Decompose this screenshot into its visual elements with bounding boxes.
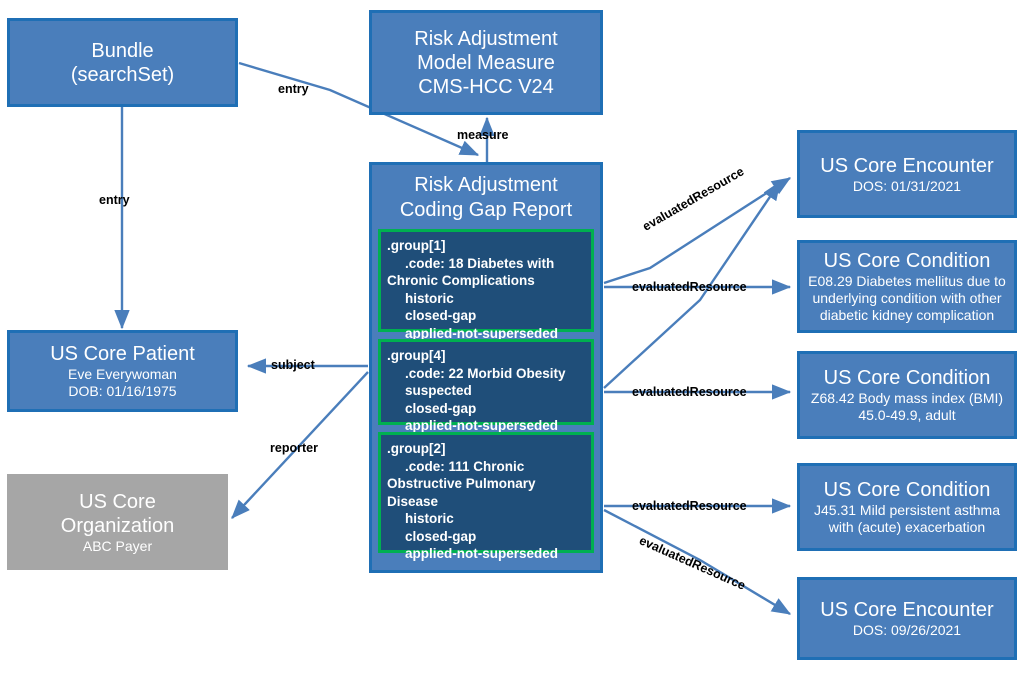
group-item[interactable]: .group[2] .code: 111 Chronic Obstructive…	[378, 432, 594, 561]
report-title-line1: Risk Adjustment	[414, 174, 558, 196]
encounter-1-dos: DOS: 01/31/2021	[852, 177, 962, 194]
edge-label-entry-patient: entry	[99, 193, 130, 207]
edge-label-subject: subject	[271, 358, 315, 372]
group-code-cont: Obstructive Pulmonary	[387, 476, 536, 491]
edge-label-eval-4: evaluatedResource	[632, 499, 747, 513]
bundle-title-line2: (searchSet)	[70, 63, 175, 86]
group-status-2: closed-gap	[405, 308, 477, 323]
node-coding-gap-report[interactable]: Risk Adjustment Coding Gap Report .group…	[369, 162, 603, 573]
condition-2-title: US Core Condition	[823, 367, 991, 389]
encounter-2-title: US Core Encounter	[820, 599, 994, 621]
group-status-3: applied-not-superseded	[405, 546, 559, 561]
group-code-cont: Chronic Complications	[387, 273, 535, 288]
node-condition-2[interactable]: US Core Condition Z68.42 Body mass index…	[797, 351, 1017, 439]
group-status-2: closed-gap	[405, 400, 477, 416]
node-condition-1[interactable]: US Core Condition E08.29 Diabetes mellit…	[797, 240, 1017, 333]
edge-label-eval-3: evaluatedResource	[632, 385, 747, 399]
encounter-1-title: US Core Encounter	[820, 154, 994, 177]
group-item[interactable]: .group[1] .code: 18 Diabetes with Chroni…	[378, 229, 594, 341]
edge-label-eval-1: evaluatedResource	[640, 164, 747, 234]
measure-title-line2: Model Measure	[417, 51, 555, 74]
group-status-1: historic	[405, 290, 454, 306]
condition-3-line1: J45.31 Mild persistent asthma	[814, 502, 1000, 518]
patient-name: Eve Everywoman	[68, 366, 177, 382]
group-name: .group[4]	[387, 348, 446, 363]
group-code: .code: 22 Morbid Obesity	[405, 365, 566, 381]
condition-1-line1: E08.29 Diabetes mellitus due to	[808, 273, 1006, 289]
node-encounter-1[interactable]: US Core Encounter DOS: 01/31/2021	[797, 130, 1017, 218]
group-status-3: applied-not-superseded	[405, 325, 559, 341]
group-name: .group[2]	[387, 441, 446, 456]
condition-3-line2: with (acute) exacerbation	[828, 519, 986, 535]
report-groups: .group[1] .code: 18 Diabetes with Chroni…	[372, 229, 600, 561]
group-code: .code: 18 Diabetes with	[405, 255, 555, 271]
edge-label-measure: measure	[457, 128, 509, 142]
encounter-2-dos: DOS: 09/26/2021	[852, 622, 962, 638]
edge-label-entry-measure: entry	[278, 82, 309, 96]
condition-2-line2: 45.0-49.9, adult	[858, 407, 956, 423]
group-status-1: historic	[405, 511, 454, 526]
group-code-cont2: Disease	[387, 493, 439, 509]
report-title-line2: Coding Gap Report	[399, 199, 573, 221]
organization-payer: ABC Payer	[82, 537, 153, 554]
node-patient[interactable]: US Core Patient Eve Everywoman DOB: 01/1…	[7, 330, 238, 412]
group-code: .code: 111 Chronic	[405, 458, 525, 474]
edge-label-eval-5: evaluatedResource	[637, 533, 748, 593]
group-item[interactable]: .group[4] .code: 22 Morbid Obesity suspe…	[378, 339, 594, 433]
node-condition-3[interactable]: US Core Condition J45.31 Mild persistent…	[797, 463, 1017, 551]
condition-1-line2: underlying condition with other	[812, 290, 1002, 306]
condition-2-line1: Z68.42 Body mass index (BMI)	[810, 390, 1004, 406]
node-encounter-2[interactable]: US Core Encounter DOS: 09/26/2021	[797, 577, 1017, 660]
node-measure[interactable]: Risk Adjustment Model Measure CMS-HCC V2…	[369, 10, 603, 115]
organization-title-line1: US Core	[79, 490, 156, 513]
condition-1-line3: diabetic kidney complication	[819, 307, 995, 323]
condition-1-title: US Core Condition	[823, 250, 991, 272]
organization-title-line2: Organization	[60, 514, 175, 537]
edge-label-reporter: reporter	[270, 441, 318, 455]
condition-3-title: US Core Condition	[823, 479, 991, 501]
group-name: .group[1]	[387, 238, 446, 253]
measure-title-line3: CMS-HCC V24	[418, 75, 554, 98]
node-bundle[interactable]: Bundle (searchSet)	[7, 18, 238, 107]
bundle-title-line1: Bundle	[91, 39, 154, 62]
patient-dob: DOB: 01/16/1975	[68, 383, 177, 399]
patient-title: US Core Patient	[50, 343, 195, 365]
node-organization[interactable]: US Core Organization ABC Payer	[7, 474, 228, 570]
edge-label-eval-2: evaluatedResource	[632, 280, 747, 294]
report-title: Risk Adjustment Coding Gap Report	[372, 165, 600, 229]
measure-title-line1: Risk Adjustment	[414, 27, 558, 50]
group-status-3: applied-not-superseded	[405, 418, 559, 433]
group-status-2: closed-gap	[405, 528, 477, 544]
group-status-1: suspected	[405, 383, 472, 398]
